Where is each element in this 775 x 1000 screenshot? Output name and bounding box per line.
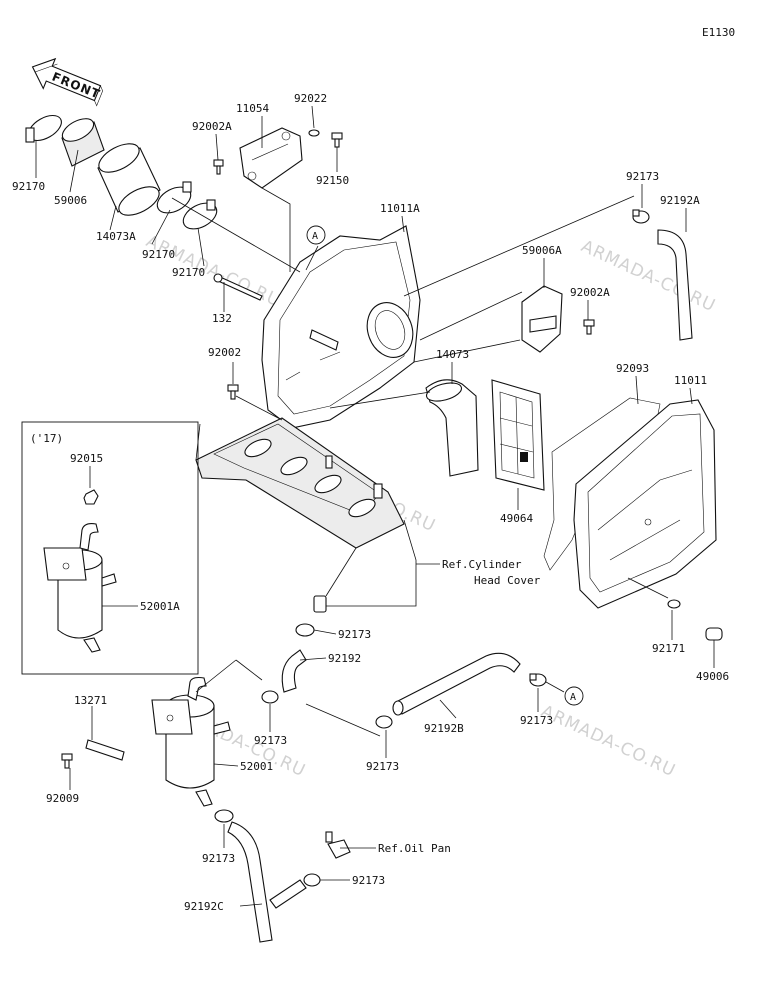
oil-pan-fitting bbox=[325, 831, 351, 859]
clamp-92173-c bbox=[261, 690, 279, 704]
bolt-92002 bbox=[227, 384, 239, 400]
part-label-92093: 92093 bbox=[616, 362, 649, 375]
watermark: ARMADA-CO.RU bbox=[578, 236, 719, 316]
front-arrow: FRONT bbox=[31, 57, 103, 107]
cylinder-head-cover bbox=[195, 417, 405, 549]
part-label-11011A: 11011A bbox=[380, 202, 420, 215]
part-label-52001A: 52001A bbox=[140, 600, 180, 613]
circle-ref-a-bottom: A bbox=[564, 686, 584, 706]
watermark: ARMADA-CO.RU bbox=[538, 701, 679, 781]
hose-92192B bbox=[392, 652, 521, 716]
part-label-92173: 92173 bbox=[366, 760, 399, 773]
part-label-59006A: 59006A bbox=[522, 244, 562, 257]
bolt-92150 bbox=[331, 132, 343, 148]
separator-52001A bbox=[43, 523, 117, 653]
part-label-92171: 92171 bbox=[652, 642, 685, 655]
clamp-92173-b bbox=[295, 623, 315, 637]
cap-49006 bbox=[705, 627, 723, 641]
circle-ref-a-top: A bbox=[306, 225, 326, 245]
clamp-92170-b bbox=[156, 181, 192, 214]
hose-92192A bbox=[657, 229, 693, 341]
separator-52001 bbox=[151, 676, 231, 807]
bolt-92002A-b bbox=[583, 319, 595, 335]
clamp-92173-e bbox=[529, 673, 547, 687]
part-label-92173: 92173 bbox=[520, 714, 553, 727]
diagram-code: E1130 bbox=[702, 26, 735, 39]
part-label-92009: 92009 bbox=[46, 792, 79, 805]
circle-ref-label: A bbox=[312, 231, 318, 242]
bolt-92009 bbox=[61, 753, 73, 769]
duct-14073A bbox=[97, 143, 161, 216]
part-label-92015: 92015 bbox=[70, 452, 103, 465]
part-label-92170: 92170 bbox=[172, 266, 205, 279]
part-label-92173: 92173 bbox=[254, 734, 287, 747]
ref-cylinder-head-label: Ref.Cylinder bbox=[442, 558, 522, 571]
inset-box bbox=[21, 421, 199, 675]
part-label-92170: 92170 bbox=[12, 180, 45, 193]
part-labels: 92170 59006 14073A 92170 92170 11054 920… bbox=[12, 92, 729, 913]
cover-59006A bbox=[521, 285, 563, 353]
part-label-59006: 59006 bbox=[54, 194, 87, 207]
part-label-14073A: 14073A bbox=[96, 230, 136, 243]
part-label-92002: 92002 bbox=[208, 346, 241, 359]
part-label-13271: 13271 bbox=[74, 694, 107, 707]
clamp-92171 bbox=[667, 599, 681, 609]
part-label-92173: 92173 bbox=[626, 170, 659, 183]
front-label: FRONT bbox=[50, 70, 102, 102]
hose-92192 bbox=[281, 649, 307, 693]
part-label-92192A: 92192A bbox=[660, 194, 700, 207]
bolt-132 bbox=[213, 273, 263, 301]
part-label-132: 132 bbox=[212, 312, 232, 325]
filter-element-49064 bbox=[491, 379, 545, 491]
part-label-11054: 11054 bbox=[236, 102, 269, 115]
inset-label: ('17) bbox=[30, 432, 63, 445]
ref-cylinder-head-label-2: Head Cover bbox=[474, 574, 541, 587]
nut-92015 bbox=[83, 489, 99, 505]
part-label-52001: 52001 bbox=[240, 760, 273, 773]
part-label-92173: 92173 bbox=[202, 852, 235, 865]
watermark: ARMADA-CO.RU bbox=[143, 231, 284, 311]
clamp-92173-f bbox=[214, 809, 234, 823]
part-label-92192: 92192 bbox=[328, 652, 361, 665]
duct-14073 bbox=[425, 379, 479, 477]
clamp-92173-d bbox=[375, 715, 393, 729]
housing-11011 bbox=[573, 399, 717, 609]
part-label-11011: 11011 bbox=[674, 374, 707, 387]
part-label-92002A: 92002A bbox=[570, 286, 610, 299]
hose-92192C bbox=[227, 821, 307, 943]
part-label-92150: 92150 bbox=[316, 174, 349, 187]
part-label-14073: 14073 bbox=[436, 348, 469, 361]
part-label-92173: 92173 bbox=[338, 628, 371, 641]
leader-lines bbox=[35, 105, 715, 907]
part-label-92002A: 92002A bbox=[192, 120, 232, 133]
part-label-92170: 92170 bbox=[142, 248, 175, 261]
nipple-fitting bbox=[313, 595, 327, 613]
clamp-92173-g bbox=[303, 873, 321, 887]
part-label-49006: 49006 bbox=[696, 670, 729, 683]
part-label-92192B: 92192B bbox=[424, 722, 464, 735]
part-label-49064: 49064 bbox=[500, 512, 533, 525]
clamp-92170-a bbox=[25, 114, 62, 143]
bolt-92002A-a bbox=[213, 159, 224, 175]
part-label-92192C: 92192C bbox=[184, 900, 224, 913]
part-label-92173: 92173 bbox=[352, 874, 385, 887]
bracket-11054 bbox=[239, 127, 303, 189]
washer-92022 bbox=[308, 129, 320, 137]
clamp-92173-a bbox=[632, 209, 650, 224]
ref-oil-pan-label: Ref.Oil Pan bbox=[378, 842, 451, 855]
part-label-92022: 92022 bbox=[294, 92, 327, 105]
circle-ref-label: A bbox=[570, 692, 576, 703]
stay-13271 bbox=[85, 739, 125, 761]
bushing-59006 bbox=[61, 118, 105, 167]
